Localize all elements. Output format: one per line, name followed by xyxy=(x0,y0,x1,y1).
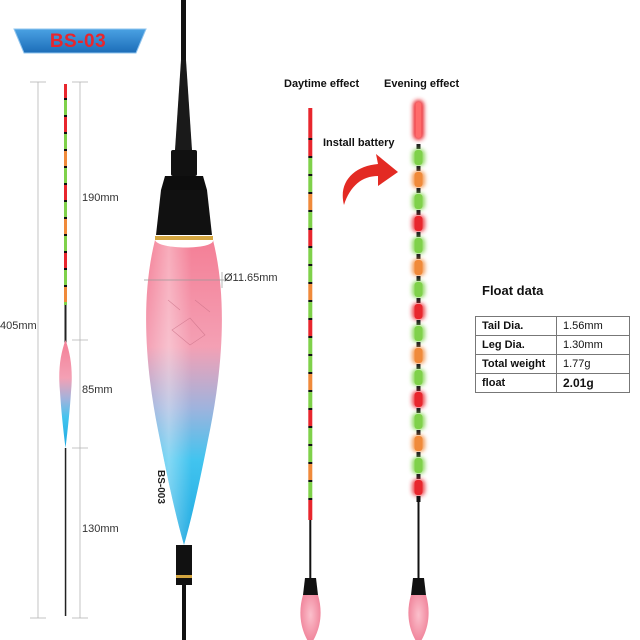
small-float xyxy=(59,84,72,616)
float-data-value: 2.01g xyxy=(556,373,630,393)
float-data-row: Tail Dia.1.56mm xyxy=(475,316,630,336)
total-length-label: 405mm xyxy=(0,320,37,332)
install-battery-label: Install battery xyxy=(323,137,395,149)
float-body-model: BS-003 xyxy=(155,470,166,504)
float-data-value: 1.30mm xyxy=(556,335,630,355)
float-data-label: Total weight xyxy=(475,354,557,374)
daytime-effect-label: Daytime effect xyxy=(284,78,360,90)
float-data-label: Tail Dia. xyxy=(475,316,557,336)
float-data-title: Float data xyxy=(482,283,544,298)
evening-effect-label: Evening effect xyxy=(384,78,460,90)
body-length-label: 85mm xyxy=(82,384,113,396)
stem-length-label: 130mm xyxy=(82,523,119,535)
large-float xyxy=(144,0,232,640)
float-data-value: 1.56mm xyxy=(556,316,630,336)
dimension-lines xyxy=(30,81,88,619)
float-data-label: Leg Dia. xyxy=(475,335,557,355)
float-data-value: 1.77g xyxy=(556,354,630,374)
float-data-row: Leg Dia.1.30mm xyxy=(475,335,630,355)
daytime-tip xyxy=(300,108,321,640)
model-badge-shape xyxy=(13,28,147,54)
body-diameter-label: Ø11.65mm xyxy=(224,272,278,284)
float-data-label: float xyxy=(475,373,557,393)
install-arrow-icon xyxy=(342,154,398,205)
evening-tip xyxy=(408,100,429,640)
tip-length-label: 190mm xyxy=(82,192,119,204)
model-badge: BS-03 xyxy=(49,31,107,52)
